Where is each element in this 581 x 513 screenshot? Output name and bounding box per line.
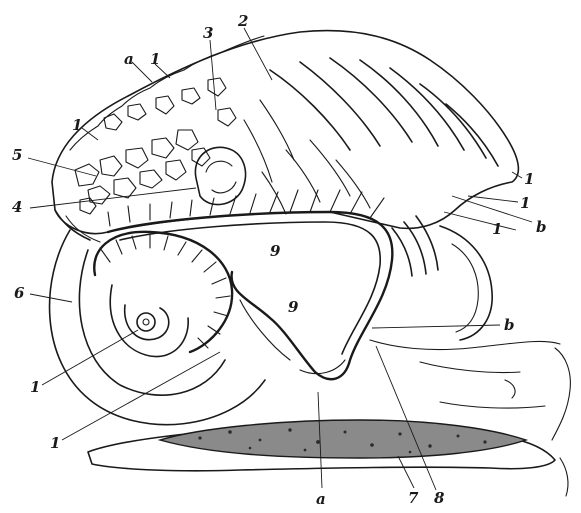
label-3: 3 <box>203 24 213 42</box>
label-a-bottom: a <box>316 490 326 508</box>
label-1-right-upper: 1 <box>524 170 534 188</box>
label-1-right-low: 1 <box>492 220 502 238</box>
cellular-tissue <box>75 78 236 214</box>
mantle-mass <box>52 31 518 340</box>
label-6: 6 <box>14 284 25 302</box>
snail-foot <box>88 340 570 496</box>
gill-lamellae <box>270 58 498 166</box>
label-5: 5 <box>12 146 22 164</box>
label-1-lower: 1 <box>50 434 60 452</box>
shell-spiral <box>50 230 265 425</box>
label-a-top: a <box>124 50 134 68</box>
label-1-left: 1 <box>72 116 82 134</box>
label-1-top: 1 <box>150 50 160 68</box>
label-b-right-lower: b <box>504 316 515 334</box>
label-8: 8 <box>434 489 445 507</box>
gland-organ <box>160 420 526 458</box>
label-9-upper: 9 <box>270 242 281 260</box>
label-1-right-mid: 1 <box>520 194 530 212</box>
label-b-right-upper: b <box>536 218 547 236</box>
label-4: 4 <box>12 198 22 216</box>
inner-organ <box>195 147 245 204</box>
label-2: 2 <box>237 12 248 30</box>
mantle-fringe <box>108 190 384 226</box>
body-cavity <box>108 212 392 379</box>
label-7: 7 <box>408 489 419 507</box>
label-9-lower: 9 <box>288 298 299 316</box>
label-1-coil: 1 <box>30 378 40 396</box>
mantle-left-edge <box>55 210 100 242</box>
